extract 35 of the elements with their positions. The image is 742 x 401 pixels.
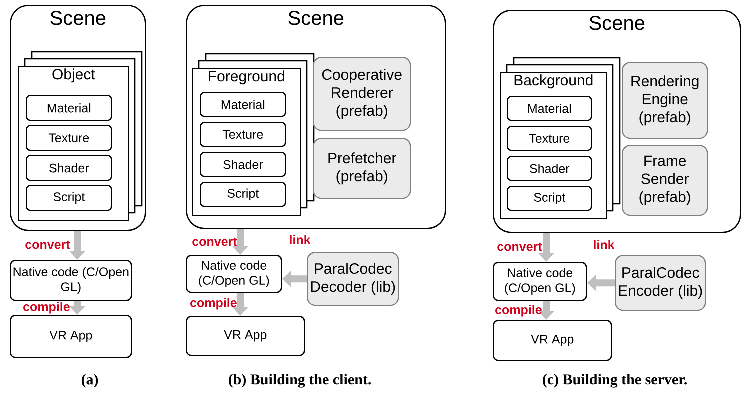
component-box: Texture bbox=[507, 126, 592, 152]
edge-label: convert bbox=[498, 242, 542, 252]
module-box: ParalCodec Encoder (lib) bbox=[615, 255, 706, 312]
process-box: VR App bbox=[10, 315, 132, 358]
component-box: Shader bbox=[26, 155, 112, 182]
module-box: Rendering Engine (prefab) bbox=[622, 62, 708, 140]
component-box: Script bbox=[200, 182, 286, 208]
module-box: Frame Sender (prefab) bbox=[622, 145, 708, 216]
component-box: Script bbox=[507, 186, 592, 212]
component-box: Shader bbox=[507, 156, 592, 182]
caption: (c) Building the server. bbox=[543, 374, 687, 388]
edge-label: link bbox=[290, 235, 311, 244]
component-box: Texture bbox=[200, 122, 286, 148]
component-box: Material bbox=[507, 96, 592, 122]
process-box: VR App bbox=[493, 320, 612, 362]
process-box: Native code (C/Open GL) bbox=[186, 254, 282, 294]
process-box: Native code (C/Open GL) bbox=[10, 260, 132, 302]
component-box: Material bbox=[200, 92, 286, 118]
edge-label: compile bbox=[496, 305, 542, 317]
module-box: Cooperative Renderer (prefab) bbox=[313, 57, 412, 132]
module-box: Prefetcher (prefab) bbox=[313, 138, 412, 200]
edge-label: compile bbox=[190, 298, 237, 310]
module-box: ParalCodec Decoder (lib) bbox=[307, 252, 400, 306]
process-box: Native code (C/Open GL) bbox=[493, 262, 588, 302]
edge-label: convert bbox=[26, 240, 70, 250]
edge-label: link bbox=[594, 240, 615, 250]
component-box: Script bbox=[26, 185, 112, 212]
component-box: Shader bbox=[200, 152, 286, 178]
edge-label: compile bbox=[24, 302, 70, 314]
edge-label: convert bbox=[192, 238, 238, 246]
caption: (b) Building the client. bbox=[229, 374, 372, 388]
process-box: VR App bbox=[186, 316, 306, 356]
component-box: Material bbox=[26, 95, 112, 122]
caption: (a) bbox=[82, 374, 98, 388]
component-box: Texture bbox=[26, 125, 112, 152]
